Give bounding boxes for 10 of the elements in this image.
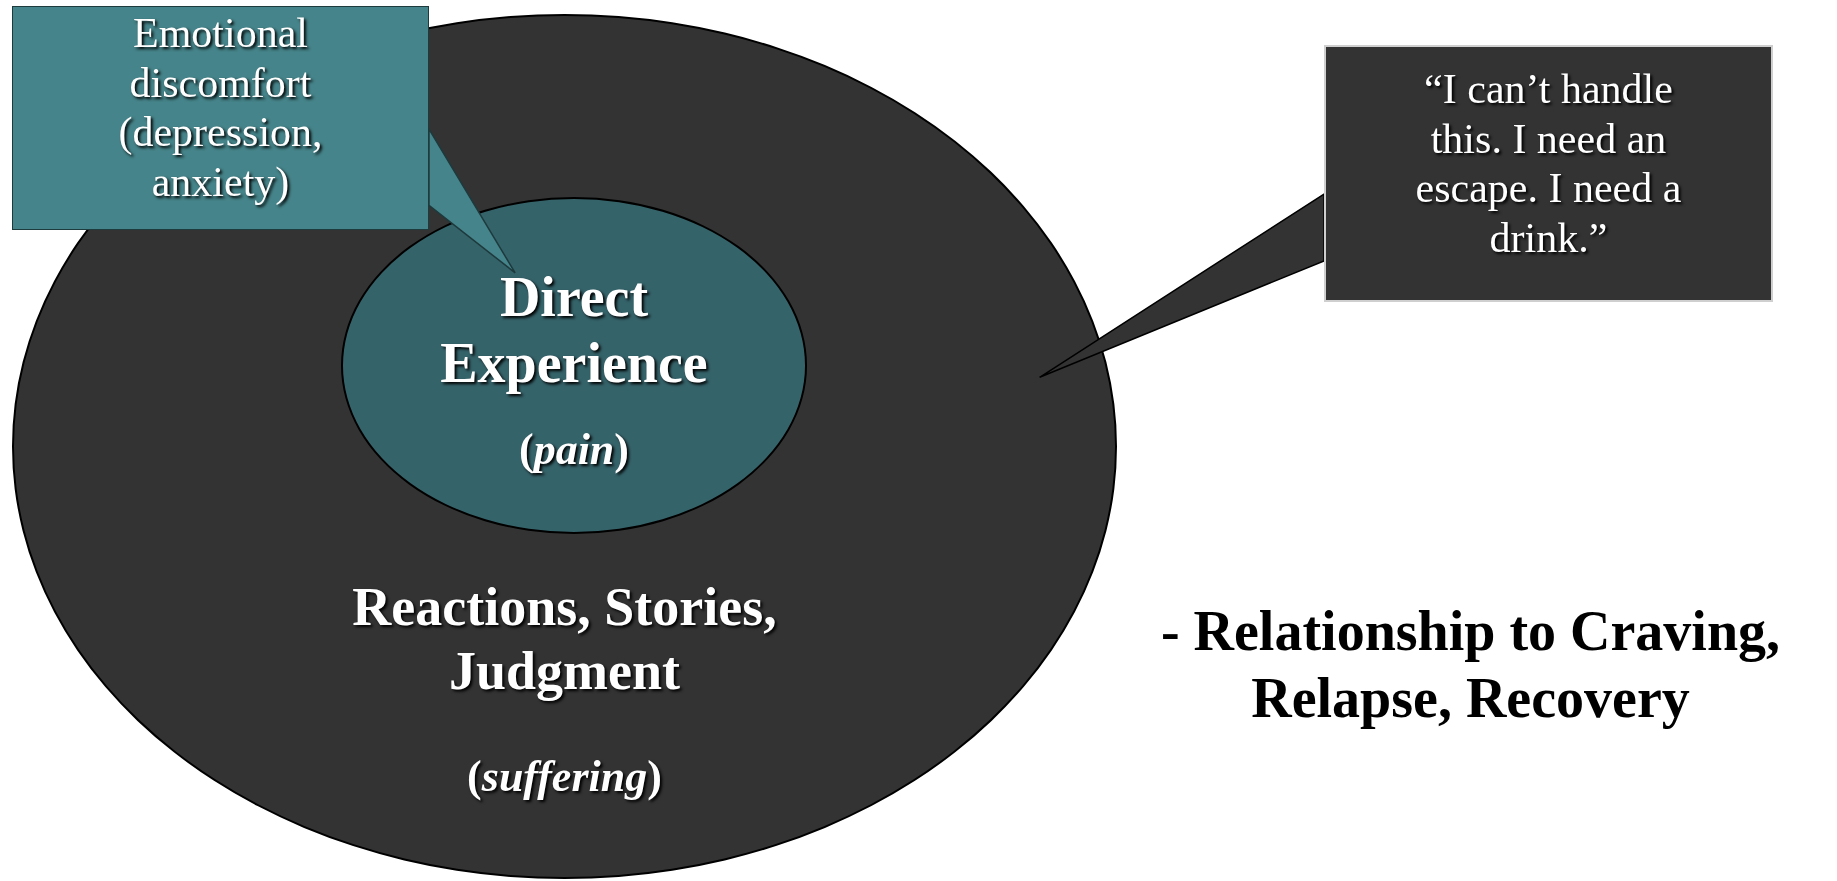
ellipse-text: Direct Experience (439, 265, 709, 397)
ellipse-text: Reactions, Stories, Judgment (351, 576, 778, 703)
callout-box (1324, 45, 1773, 302)
callout-text: “I can’t handle this. I need an escape. I need a drink.” (1414, 65, 1683, 263)
ellipse-text: (pain) (519, 424, 629, 476)
caption-text: - Relationship to Craving, Relapse, Recovery (1159, 599, 1782, 732)
callout-pointer (1038, 192, 1325, 379)
callout-pointer (428, 126, 516, 274)
callout-text: Emotional discomfort (depression, anxiety) (117, 9, 324, 207)
ellipse-text: (suffering) (467, 751, 662, 803)
